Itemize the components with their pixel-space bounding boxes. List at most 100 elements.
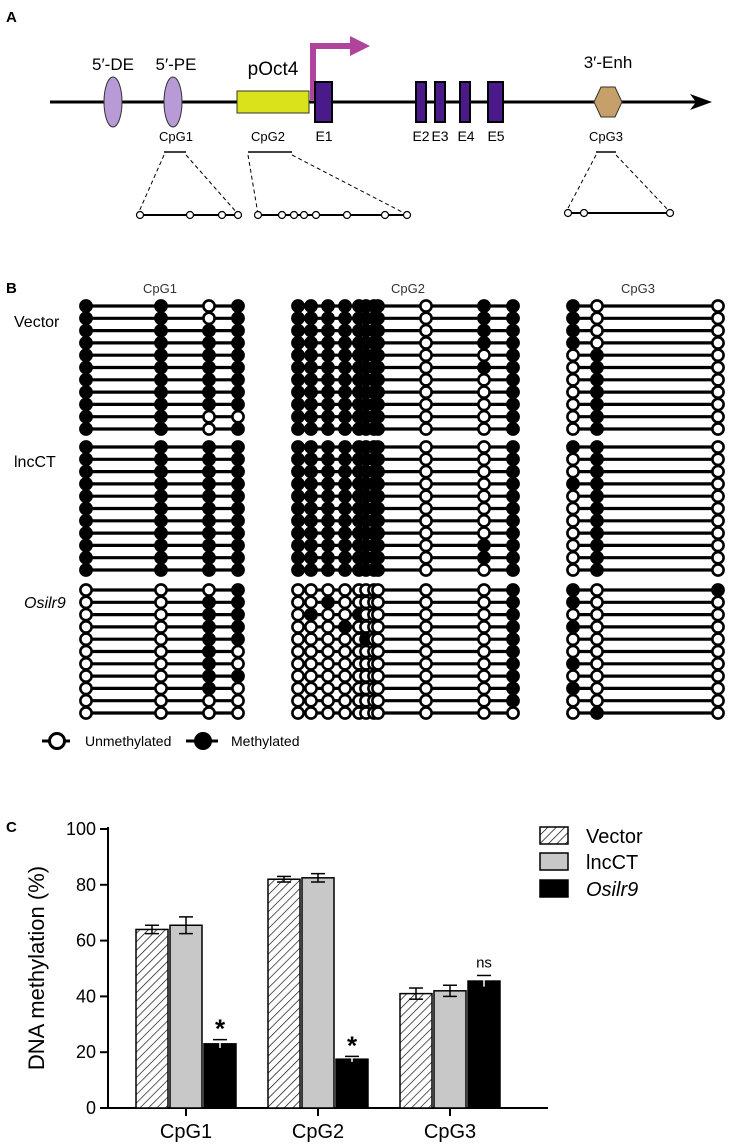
methylated-site [338,348,352,363]
methylated-site [506,464,520,479]
methylated-site [506,501,520,516]
unmethylated-site [371,669,385,683]
methylated-site [590,397,604,412]
unmethylated-site [477,583,491,597]
unmethylated-site [231,681,245,696]
unmethylated-site [338,669,352,683]
unmethylated-site [711,489,725,504]
unmethylated-site [711,323,725,338]
methylated-site [321,464,335,479]
exon-e2 [415,81,427,123]
methylated-site [202,538,216,553]
exon-label-e1: E1 [315,128,332,144]
methylated-site [371,348,385,363]
methylated-site [154,311,168,326]
methylated-site [154,397,168,412]
unmethylated-site [711,348,725,363]
methylated-site [371,538,385,553]
unmethylated-site [477,464,491,479]
gene-axis-arrowhead [690,94,712,110]
methylated-site [304,464,318,479]
unmethylated-site [566,422,580,436]
unmethylated-site [371,706,385,720]
methylated-site [304,440,318,454]
methylated-site [79,452,93,467]
methylated-site [590,452,604,467]
methylated-site [321,526,335,540]
unmethylated-site [304,656,318,671]
methylated-site [154,335,168,350]
unmethylated-site [711,513,725,528]
panel-b-label: B [6,280,17,297]
unmethylated-site [477,693,491,708]
methylated-site [231,323,245,338]
unmethylated-site [419,706,433,720]
methylated-site [590,360,604,375]
methylated-site [79,372,93,387]
methylated-site [506,385,520,399]
unmethylated-site [154,583,168,597]
methylated-site [590,464,604,479]
unmethylated-site [477,397,491,412]
panel-c-label: C [6,819,17,836]
methylated-site [154,526,168,540]
methylated-site [202,385,216,399]
methylated-site [590,385,604,399]
methylated-site [321,452,335,467]
methylated-site [291,348,305,363]
methylated-site [202,656,216,671]
tss-arrow [310,43,352,100]
unmethylated-site [477,563,491,577]
methylated-site [321,397,335,412]
methylated-site [321,335,335,350]
unmethylated-site [419,563,433,577]
unmethylated-site [419,656,433,671]
unmethylated-site [419,538,433,553]
unmethylated-site [590,335,604,350]
unmethylated-site [154,644,168,659]
unmethylated-site [711,360,725,375]
unmethylated-site [590,693,604,708]
unmethylated-site [477,513,491,528]
methylated-site [338,440,352,454]
legend-swatch-osilr9 [539,879,569,898]
methylated-site [371,422,385,436]
cpg3-region-label: CpG3 [589,129,623,144]
unmethylated-site [202,583,216,597]
methylated-site [590,489,604,504]
methylated-site [506,409,520,424]
methylated-site [231,563,245,577]
unmethylated-site [291,681,305,696]
group-label-lncct: lncCT [14,454,56,471]
unmethylated-site [477,409,491,424]
unmethylated-site [711,299,725,313]
methylated-site [291,311,305,326]
unmethylated-site [711,607,725,622]
methylated-site [79,348,93,363]
exon-label-e3: E3 [431,128,448,144]
unmethylated-site [321,693,335,708]
methylated-site [477,311,491,326]
unmethylated-site [711,335,725,350]
unmethylated-site [419,693,433,708]
methylated-site [231,620,245,634]
methylated-site [321,550,335,565]
methylated-site [566,311,580,326]
methylated-site [371,476,385,491]
unmethylated-site [711,620,725,634]
unmethylated-site [291,656,305,671]
methylated-site [79,360,93,375]
methylated-site [371,452,385,467]
unmethylated-site [304,583,318,597]
methylated-site [338,360,352,375]
methylated-site [291,335,305,350]
methylated-site [338,501,352,516]
methylated-site [590,440,604,454]
unmethylated-site [338,607,352,622]
methylated-site [79,538,93,553]
methylated-site [506,595,520,610]
methylated-site [506,335,520,350]
methylated-site [79,476,93,491]
methylated-site [231,489,245,504]
unmethylated-site [419,440,433,454]
